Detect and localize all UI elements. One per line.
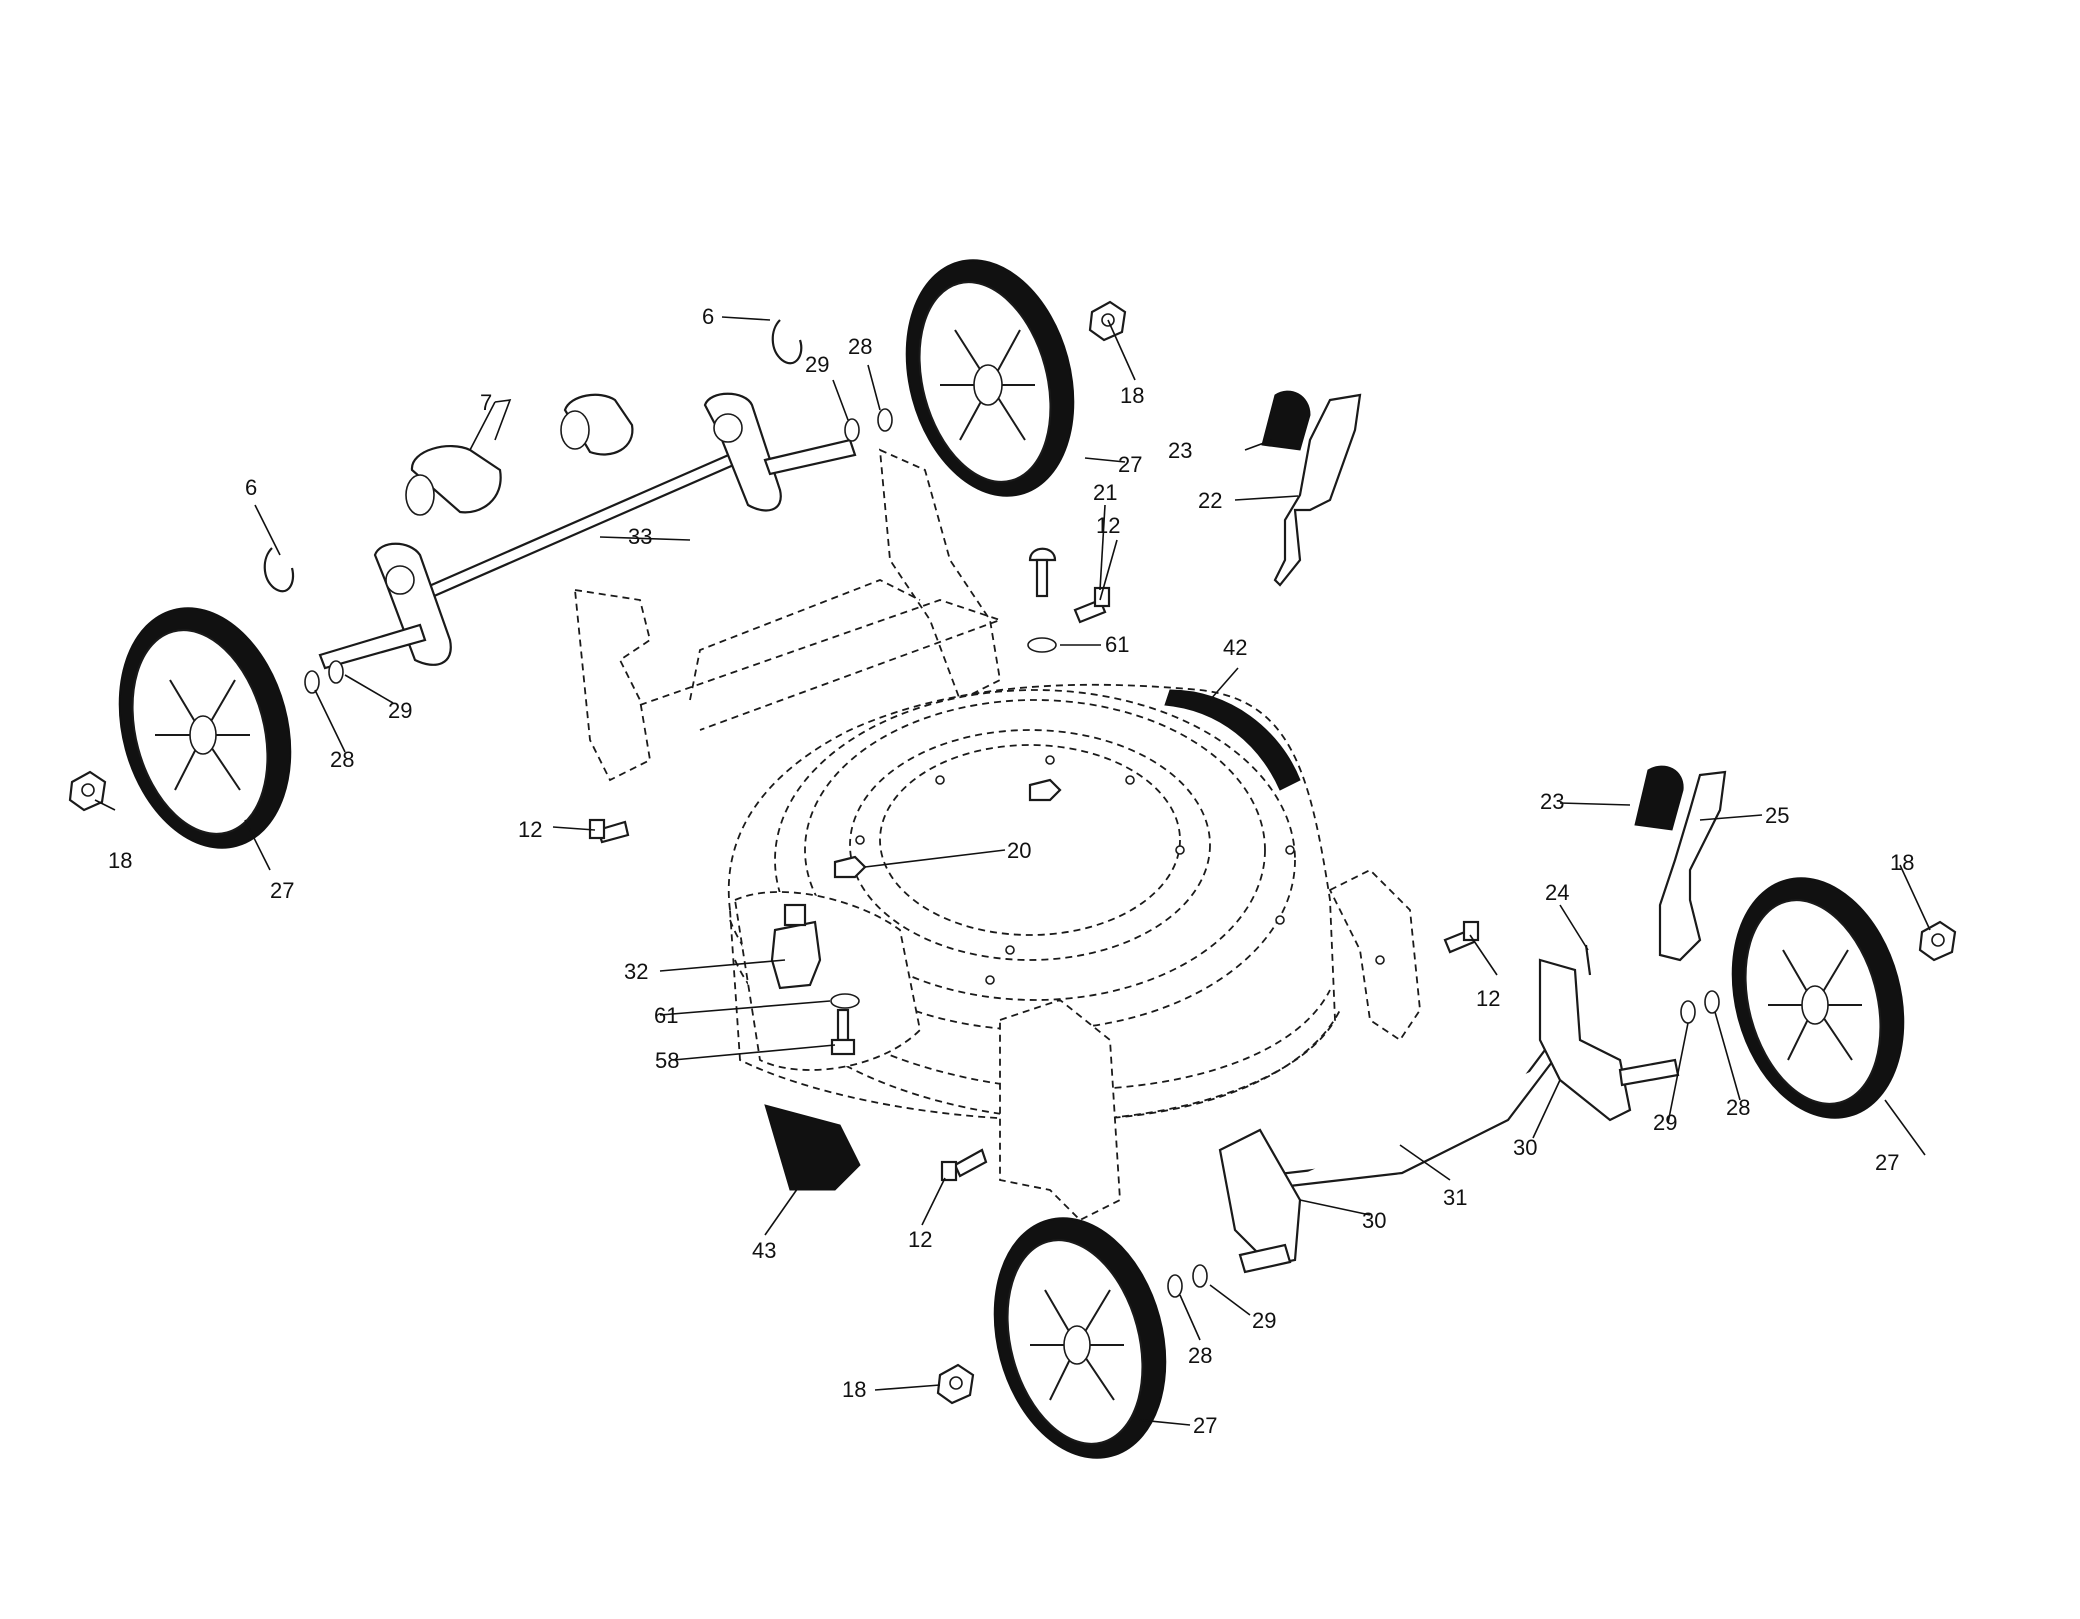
label-6-left: 6 [245,475,257,500]
washout-fitting-32 [770,903,822,990]
wheel-nut-18-a [1088,300,1127,342]
washer-28-b [304,670,320,694]
mower-deck [573,448,1421,1222]
washer-29-c [1680,1000,1696,1024]
label-31: 31 [1443,1185,1467,1210]
label-7: 7 [480,390,492,415]
leader-lines [94,316,1931,1426]
spring-pin-24 [1584,944,1592,976]
washer-28-d [1167,1274,1183,1298]
label-33: 33 [628,524,652,549]
washer-61-a [1027,637,1057,653]
front-axle-assembly [1218,958,1680,1274]
label-28-lower: 28 [1188,1343,1212,1368]
circlip-6-left [263,547,295,593]
label-58: 58 [655,1048,679,1073]
label-12-upper: 12 [1096,513,1120,538]
bolt-12-c [1443,920,1480,954]
washer-61-b [830,993,860,1009]
label-28-right: 28 [1726,1095,1750,1120]
lever-knob-23-b [1634,765,1684,831]
label-12-lower: 12 [908,1227,932,1252]
label-29-left: 29 [388,698,412,723]
label-18-upper: 18 [1120,383,1144,408]
label-21: 21 [1093,480,1117,505]
wheel-front-left [993,1217,1167,1459]
decal-42 [1164,689,1301,791]
label-30-left: 30 [1362,1208,1386,1233]
label-23-right: 23 [1540,789,1564,814]
label-32: 32 [624,959,648,984]
bolt-58 [830,1008,856,1056]
label-27-lower: 27 [1193,1413,1217,1438]
label-30-right: 30 [1513,1135,1537,1160]
wheel-rear-left [118,607,292,849]
nut-20-b [833,855,867,879]
bolt-12-b [588,818,630,844]
washer-29-d [1192,1264,1208,1288]
label-24: 24 [1545,880,1569,905]
label-27-left: 27 [270,878,294,903]
label-29-right: 29 [1653,1110,1677,1135]
axle-rod [419,448,741,592]
carriage-bolt-21 [1028,547,1057,598]
label-27-upper: 27 [1118,452,1142,477]
circlip-6-upper [771,319,803,365]
label-20: 20 [1007,838,1031,863]
wheel-nut-18-b [68,770,107,812]
height-adjuster-7 [405,393,634,516]
washer-28-c [1704,990,1720,1014]
washer-29-b [328,660,344,684]
label-18-left: 18 [108,848,132,873]
label-61-lower: 61 [654,1003,678,1028]
label-23-upper: 23 [1168,438,1192,463]
bolt-12-d [940,1148,988,1182]
label-12-right: 12 [1476,986,1500,1011]
label-43: 43 [752,1238,776,1263]
label-18-lower: 18 [842,1377,866,1402]
part-number-labels: 6 29 28 18 7 23 27 22 6 33 21 12 61 42 2… [108,304,1914,1438]
label-22: 22 [1198,488,1222,513]
label-29-lower: 29 [1252,1308,1276,1333]
label-42: 42 [1223,635,1247,660]
label-6-upper: 6 [702,304,714,329]
wheel-nut-18-c [1918,920,1957,962]
label-25: 25 [1765,803,1789,828]
label-28-left: 28 [330,747,354,772]
label-61-upper: 61 [1105,632,1129,657]
label-18-right: 18 [1890,850,1914,875]
label-28-upper: 28 [848,334,872,359]
height-lever-22 [1273,393,1362,587]
wheel-nut-18-d [936,1363,975,1405]
lever-knob-23-a [1261,390,1311,451]
wheel-front-right [1731,877,1905,1119]
decal-43 [764,1104,861,1191]
label-12-left: 12 [518,817,542,842]
washer-28-a [877,408,893,432]
wheel-rear-right [905,259,1075,497]
rear-axle-assembly [318,392,857,670]
label-29-upper: 29 [805,352,829,377]
bolt-12-a [1073,586,1111,624]
nut-20-a [1028,778,1062,802]
label-27-right: 27 [1875,1150,1899,1175]
washer-29-a [844,418,860,442]
